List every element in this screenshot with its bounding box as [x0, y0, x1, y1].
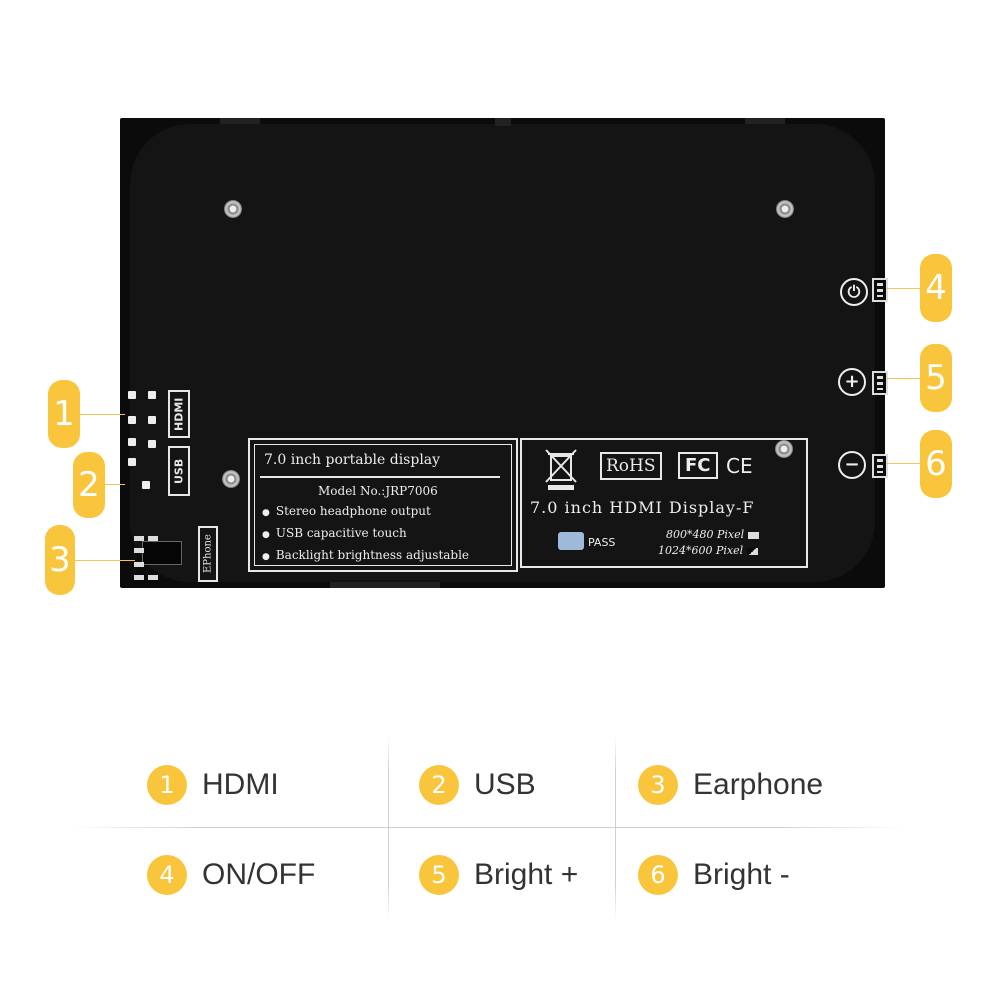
weee-bin-icon	[545, 449, 577, 490]
info-bullet: USB capacitive touch	[262, 526, 407, 540]
usb-port-pin	[128, 458, 136, 466]
jack-pad	[148, 575, 158, 580]
callout-4: 4	[920, 254, 952, 322]
display-board: HDMI USB EPhone 7.0 inch portable displa…	[120, 118, 888, 588]
info-label-frame	[254, 444, 512, 566]
screw-icon	[222, 470, 240, 488]
legend-col-divider	[615, 735, 616, 920]
info-model: Model No.:JRP7006	[318, 484, 438, 498]
info-bullet: Backlight brightness adjustable	[262, 548, 469, 562]
jack-pad	[134, 575, 144, 580]
pixel-spec-1: 800*480 Pixel	[666, 528, 760, 541]
callout-leader-1	[80, 414, 125, 415]
legend-label: Bright -	[693, 858, 790, 891]
info-underline	[260, 476, 500, 478]
callout-leader-4	[886, 288, 920, 289]
hdmi-port-pin	[128, 416, 136, 424]
legend-row-divider	[70, 827, 905, 828]
screw-icon	[224, 200, 242, 218]
legend-col-divider	[388, 735, 389, 920]
pixel-spec-2-text: 1024*600 Pixel	[658, 544, 744, 557]
callout-1: 1	[48, 380, 80, 448]
brightness-down-icon[interactable]: −	[838, 451, 866, 479]
info-title: 7.0 inch portable display	[264, 452, 441, 468]
top-notch	[495, 118, 511, 126]
callout-5: 5	[920, 344, 952, 412]
checkbox-filled-icon	[748, 531, 760, 539]
legend-item-bright-minus: 6 Bright -	[638, 850, 790, 900]
legend-item-hdmi: 1 HDMI	[147, 760, 279, 810]
legend-number: 4	[147, 855, 187, 895]
jack-pad	[134, 548, 144, 553]
screw-icon	[776, 200, 794, 218]
hdmi-port-pin	[148, 416, 156, 424]
callout-leader-2	[105, 484, 125, 485]
callout-leader-6	[886, 463, 920, 464]
ce-mark: CE	[726, 454, 753, 478]
pixel-spec-2: 1024*600 Pixel	[658, 544, 759, 557]
brightness-up-connector	[872, 371, 888, 395]
earphone-port-label: EPhone	[198, 526, 218, 582]
info-bullet: Stereo headphone output	[262, 504, 431, 518]
jack-pad	[134, 536, 144, 541]
callout-2: 2	[73, 452, 105, 518]
legend-table: 1 HDMI 2 USB 3 Earphone 4 ON/OFF 5 Brigh…	[70, 735, 905, 920]
legend-item-on-off: 4 ON/OFF	[147, 850, 315, 900]
top-notch	[745, 118, 785, 124]
pass-text: PASS	[588, 536, 616, 549]
hdmi-port-pin	[128, 391, 136, 399]
usb-port-label: USB	[168, 446, 190, 496]
cert-title: 7.0 inch HDMI Display-F	[530, 498, 755, 517]
legend-number: 3	[638, 765, 678, 805]
legend-number: 6	[638, 855, 678, 895]
brightness-down-connector	[872, 454, 888, 478]
hdmi-port-pin	[148, 391, 156, 399]
legend-label: Bright +	[474, 858, 579, 891]
checkbox-half-icon	[747, 547, 759, 555]
pixel-spec-1-text: 800*480 Pixel	[666, 528, 745, 541]
usb-port-pin	[142, 481, 150, 489]
callout-leader-5	[886, 378, 920, 379]
rohs-mark: RoHS	[600, 452, 662, 480]
legend-label: USB	[474, 768, 536, 801]
power-button-icon[interactable]: ⏻	[840, 278, 868, 306]
callout-3: 3	[45, 525, 75, 595]
top-notch	[220, 118, 260, 124]
cert-label: RoHS FC CE 7.0 inch HDMI Display-F PASS …	[520, 438, 808, 568]
legend-number: 5	[419, 855, 459, 895]
power-button-connector	[872, 278, 888, 302]
legend-label: Earphone	[693, 768, 824, 801]
hdmi-port-label: HDMI	[168, 390, 190, 438]
info-label: 7.0 inch portable display Model No.:JRP7…	[248, 438, 518, 572]
screw-icon	[775, 440, 793, 458]
fcc-mark: FC	[678, 452, 718, 479]
legend-label: HDMI	[202, 768, 279, 801]
usb-port-pin	[128, 438, 136, 446]
legend-item-usb: 2 USB	[419, 760, 536, 810]
legend-number: 1	[147, 765, 187, 805]
legend-label: ON/OFF	[202, 858, 316, 891]
callout-leader-3	[75, 560, 135, 561]
usb-port-pin	[148, 440, 156, 448]
bottom-notch	[330, 582, 440, 588]
jack-pad	[148, 536, 158, 541]
pass-logo-icon	[558, 532, 584, 550]
legend-item-earphone: 3 Earphone	[638, 760, 823, 810]
jack-pad	[134, 562, 144, 567]
earphone-jack	[142, 541, 182, 565]
callout-6: 6	[920, 430, 952, 498]
brightness-up-icon[interactable]: +	[838, 368, 866, 396]
legend-number: 2	[419, 765, 459, 805]
legend-item-bright-plus: 5 Bright +	[419, 850, 578, 900]
